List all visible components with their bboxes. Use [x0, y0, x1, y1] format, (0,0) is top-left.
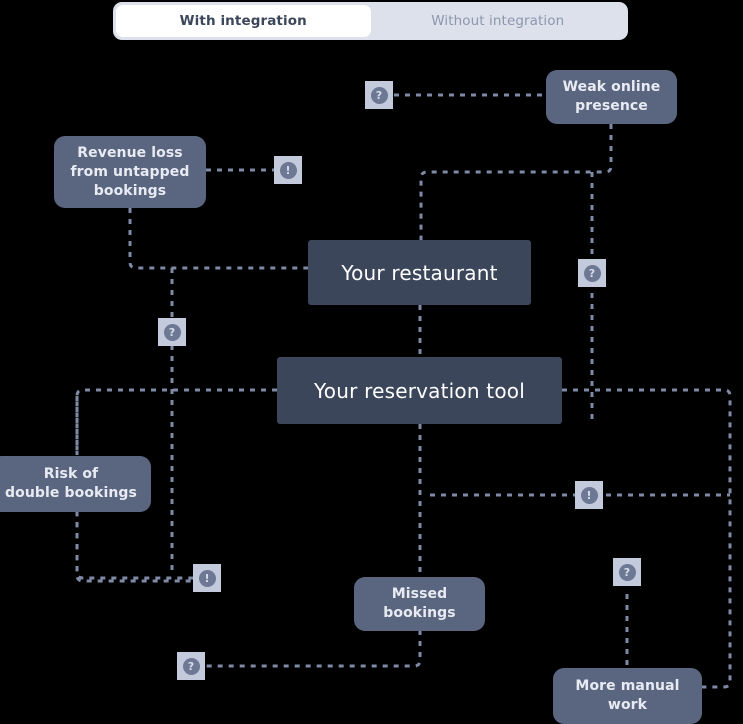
badge-right-mid[interactable]: ! [575, 481, 603, 509]
question-badge-icon: ? [370, 86, 388, 104]
badge-weak-online[interactable]: ? [365, 81, 393, 109]
tab-without-integration-label: Without integration [431, 13, 565, 29]
wire-missed-bookings-to-question [205, 630, 422, 668]
badge-revenue-loss[interactable]: ! [274, 156, 302, 184]
tab-with-integration[interactable]: With integration [116, 5, 371, 37]
node-risk-double-bookings[interactable]: Risk of double bookings [0, 456, 151, 512]
node-risk-double-bookings-line1: Risk of [43, 466, 99, 482]
alert-badge-icon: ! [198, 569, 216, 587]
node-your-reservation-tool[interactable]: Your reservation tool [277, 357, 562, 424]
integration-view-toggle[interactable]: With integration Without integration [113, 2, 628, 40]
node-missed-bookings-line1: Missed [391, 586, 448, 602]
tab-with-integration-label: With integration [179, 13, 307, 29]
alert-badge-icon: ! [279, 161, 297, 179]
badge-missed-bottom[interactable]: ? [177, 652, 205, 680]
node-your-restaurant[interactable]: Your restaurant [308, 240, 531, 305]
question-badge-icon: ? [182, 657, 200, 675]
node-more-manual-work-line1: More manual [575, 678, 680, 694]
wire-weak-online-to-restaurant [419, 124, 613, 240]
node-revenue-loss[interactable]: Revenue loss from untapped bookings [54, 136, 206, 208]
node-revenue-loss-line3: bookings [93, 182, 167, 199]
wire-reservation-tool-to-right-rail [562, 388, 732, 689]
question-badge-icon: ? [163, 323, 181, 341]
node-more-manual-work[interactable]: More manual work [553, 668, 702, 724]
badge-double-booking[interactable]: ! [193, 564, 221, 592]
alert-badge-icon: ! [580, 486, 598, 504]
badge-manual-work[interactable]: ? [613, 558, 641, 586]
tab-without-integration[interactable]: Without integration [371, 5, 626, 37]
node-weak-online-presence-line1: Weak online [562, 79, 661, 95]
node-missed-bookings[interactable]: Missed bookings [354, 577, 485, 631]
question-badge-icon: ? [583, 264, 601, 282]
node-more-manual-work-line2: work [607, 697, 648, 713]
wire-double-bookings-to-alert [75, 511, 194, 580]
node-revenue-loss-line1: Revenue loss [77, 144, 183, 161]
badge-center-right[interactable]: ? [578, 259, 606, 287]
node-your-reservation-tool-label: Your reservation tool [314, 378, 525, 403]
node-risk-double-bookings-line2: double bookings [5, 485, 137, 501]
node-your-restaurant-label: Your restaurant [341, 260, 498, 285]
question-badge-icon: ? [618, 563, 636, 581]
node-revenue-loss-line2: from untapped [70, 163, 190, 180]
wire-revenue-loss-to-restaurant [128, 208, 308, 270]
node-weak-online-presence[interactable]: Weak online presence [546, 70, 677, 124]
node-missed-bookings-line2: bookings [383, 605, 456, 621]
badge-center-left[interactable]: ? [158, 318, 186, 346]
node-weak-online-presence-line2: presence [575, 98, 648, 114]
